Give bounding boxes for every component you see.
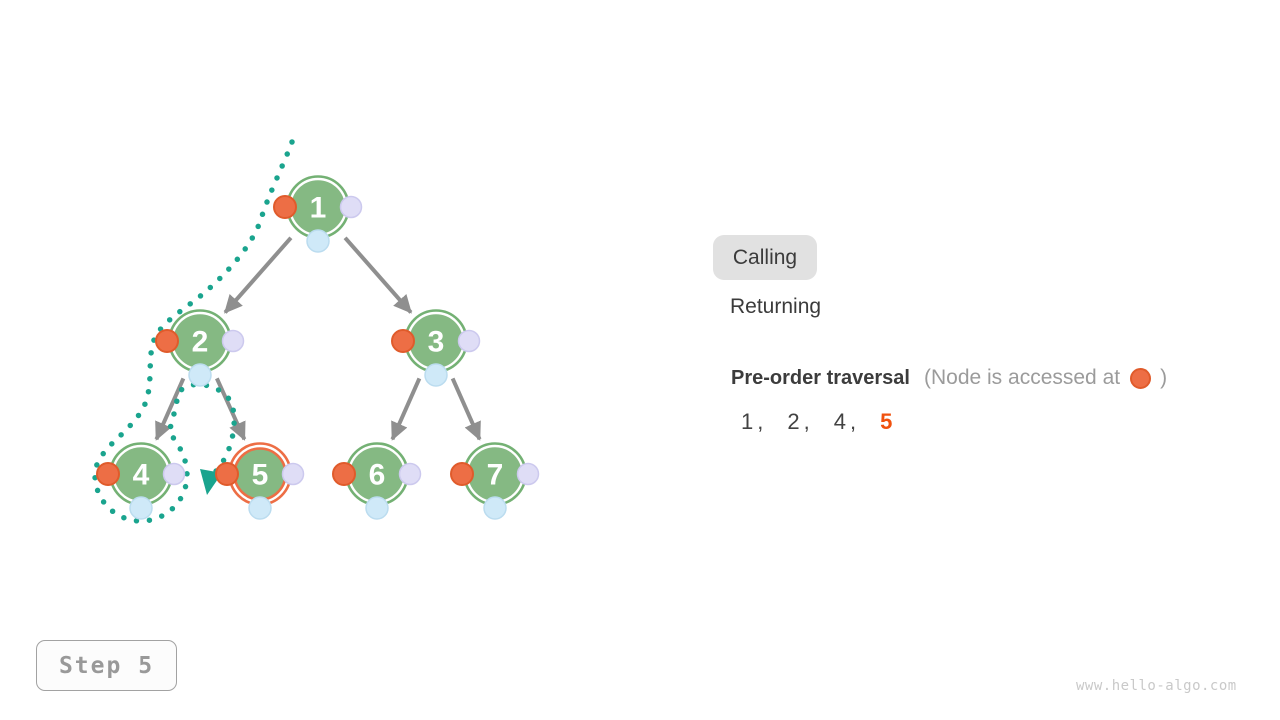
node-call-dot-icon: [155, 329, 179, 353]
sequence-number: 5: [880, 409, 893, 434]
node-bottom-dot-icon: [365, 496, 389, 520]
node-right-dot-icon: [221, 329, 245, 353]
traversal-note: (Node is accessed at ): [924, 366, 1167, 390]
tree-node-5: 5: [215, 442, 305, 520]
node-call-dot-icon: [273, 195, 297, 219]
sequence-comma: ,: [803, 409, 810, 434]
legend-calling-chip: Calling: [713, 235, 817, 280]
tree-edge-2-4: [154, 377, 186, 441]
tree-edge-2-5: [215, 377, 247, 441]
tree-node-7: 7: [450, 442, 540, 520]
node-call-dot-icon: [450, 462, 474, 486]
node-value: 3: [428, 326, 445, 359]
tree-edge-1-2: [223, 236, 293, 314]
tree-node-3: 3: [391, 309, 481, 387]
step-label: Step 5: [58, 652, 155, 679]
traversal-note-prefix: (Node is accessed at: [923, 366, 1121, 389]
node-bottom-dot-icon: [188, 363, 212, 387]
node-right-dot-icon: [339, 195, 363, 219]
tree-node-4: 4: [96, 442, 186, 520]
accessed-marker-icon: [1130, 367, 1152, 389]
node-value: 1: [310, 192, 327, 225]
legend-returning-label: Returning: [730, 295, 822, 318]
tree-edge-1-3: [343, 236, 413, 314]
node-call-dot-icon: [96, 462, 120, 486]
node-bottom-dot-icon: [248, 496, 272, 520]
traversal-sequence: 1,2,4,5: [741, 409, 896, 435]
sequence-number: 4: [833, 409, 846, 434]
tree-node-6: 6: [332, 442, 422, 520]
sequence-number: 2: [787, 409, 800, 434]
node-call-dot-icon: [215, 462, 239, 486]
traversal-header: Pre-order traversal (Node is accessed at…: [731, 366, 1167, 390]
traversal-title: Pre-order traversal: [731, 366, 910, 389]
node-right-dot-icon: [516, 462, 540, 486]
legend-calling-label: Calling: [732, 245, 798, 269]
node-bottom-dot-icon: [483, 496, 507, 520]
binary-tree-diagram: 1 2 3 4 5 6 7: [92, 139, 540, 524]
tree-edge-3-7: [450, 377, 482, 441]
step-indicator: Step 5: [36, 640, 177, 691]
sequence-comma: ,: [757, 409, 764, 434]
node-bottom-dot-icon: [129, 496, 153, 520]
node-value: 6: [369, 459, 386, 492]
node-call-dot-icon: [391, 329, 415, 353]
node-value: 5: [252, 459, 269, 492]
node-right-dot-icon: [457, 329, 481, 353]
node-value: 2: [192, 326, 209, 359]
node-right-dot-icon: [398, 462, 422, 486]
tree-node-2: 2: [155, 309, 245, 387]
node-right-dot-icon: [281, 462, 305, 486]
node-value: 7: [487, 459, 504, 492]
watermark: www.hello-algo.com: [1076, 678, 1237, 694]
sequence-comma: ,: [850, 409, 857, 434]
node-right-dot-icon: [162, 462, 186, 486]
node-bottom-dot-icon: [306, 229, 330, 253]
node-bottom-dot-icon: [424, 363, 448, 387]
sequence-number: 1: [741, 409, 754, 434]
node-value: 4: [133, 459, 150, 492]
traversal-note-suffix: ): [1160, 366, 1168, 389]
tree-edge-3-6: [390, 377, 422, 441]
node-call-dot-icon: [332, 462, 356, 486]
tree-node-1: 1: [273, 175, 363, 253]
